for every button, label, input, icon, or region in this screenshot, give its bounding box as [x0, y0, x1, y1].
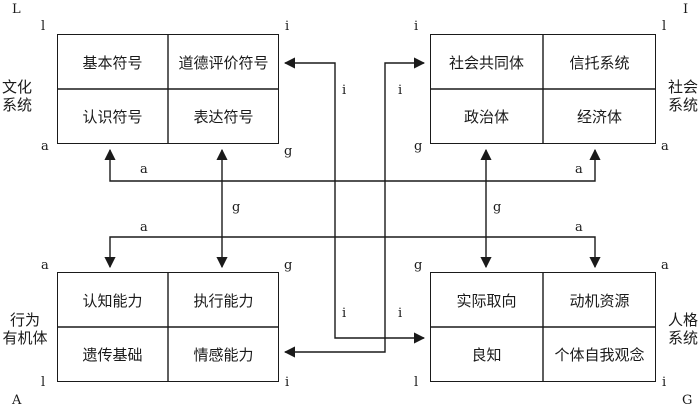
social-cell-societal-community: 社会共同体: [448, 54, 524, 72]
behavior-label-line2: 有机体: [2, 329, 48, 347]
culture-marker-tl: l: [41, 19, 46, 34]
connector-label-a-top-left: a: [140, 162, 148, 177]
connector-label-a-top-right: a: [575, 162, 583, 177]
social-marker-tr: l: [662, 19, 667, 34]
personality-label-line1: 人格: [667, 311, 698, 329]
connector-label-g-left: g: [232, 200, 241, 215]
behavior-marker-tl: a: [41, 258, 49, 273]
behavior-cell-genetic-basis: 遗传基础: [82, 346, 143, 364]
personality-label-line2: 系统: [667, 329, 698, 347]
personality-cell-practical-orientation: 实际取向: [456, 292, 517, 310]
culture-label-line2: 系统: [1, 96, 32, 114]
a-connector-culture-social: [104, 148, 601, 182]
personality-cell-self-concept: 个体自我观念: [554, 346, 645, 364]
behavior-cell-cognitive-ability: 认知能力: [82, 292, 143, 310]
a-connector-behavior-personality: [104, 236, 601, 269]
culture-cell-cognitive-symbols: 认识符号: [82, 108, 143, 126]
social-marker-tl: i: [414, 19, 419, 34]
culture-cell-basic-symbols: 基本符号: [82, 54, 143, 72]
corner-label-G: G: [682, 393, 693, 408]
connector-label-g-right: g: [493, 200, 502, 215]
behavior-label-line1: 行为: [9, 311, 40, 329]
culture-cell-moral-symbols: 道德评价符号: [178, 54, 269, 72]
personality-marker-tr: a: [661, 258, 669, 273]
connector-label-a-mid-left: a: [140, 220, 148, 235]
corner-label-A: A: [12, 393, 22, 408]
culture-system-label: 文化 系统: [0, 78, 34, 114]
behavior-cell-executive-ability: 执行能力: [193, 292, 254, 310]
culture-marker-bl: a: [41, 139, 49, 154]
social-marker-br: a: [661, 139, 669, 154]
personality-cell-conscience: 良知: [471, 346, 502, 364]
social-marker-bl: g: [414, 139, 423, 154]
i-connector-culture-personality: [283, 57, 426, 344]
culture-marker-tr: i: [285, 19, 290, 34]
personality-marker-bl: l: [414, 375, 419, 390]
social-cell-economy: 经济体: [576, 108, 622, 126]
personality-cell-motivational-resources: 动机资源: [569, 292, 630, 310]
behavior-cell-affective-ability: 情感能力: [193, 346, 254, 364]
social-cell-fiduciary-system: 信托系统: [569, 54, 630, 72]
behavior-system-label: 行为 有机体: [0, 311, 50, 347]
social-label-line1: 社会: [667, 78, 698, 96]
personality-marker-tl: g: [414, 258, 423, 273]
i-connector-behavior-social: [283, 57, 426, 358]
connector-label-a-mid-right: a: [575, 220, 583, 235]
corner-label-I: I: [683, 2, 689, 17]
behavior-marker-bl: l: [41, 375, 46, 390]
social-label-line2: 系统: [667, 96, 698, 114]
connector-label-i-bottom-right: i: [398, 306, 403, 321]
culture-marker-br: g: [284, 144, 293, 159]
social-system-label: 社会 系统: [666, 78, 700, 114]
connector-label-i-bottom-left: i: [342, 306, 347, 321]
culture-cell-expressive-symbols: 表达符号: [193, 108, 254, 126]
personality-marker-br: i: [662, 375, 667, 390]
behavior-marker-br: i: [285, 375, 290, 390]
personality-system-label: 人格 系统: [666, 311, 700, 347]
corner-label-L: L: [12, 2, 21, 17]
connector-label-i-top-left: i: [342, 83, 347, 98]
culture-label-line1: 文化: [1, 78, 32, 96]
social-cell-polity: 政治体: [463, 108, 509, 126]
connector-label-i-top-right: i: [398, 83, 403, 98]
behavior-marker-tr: g: [284, 258, 293, 273]
